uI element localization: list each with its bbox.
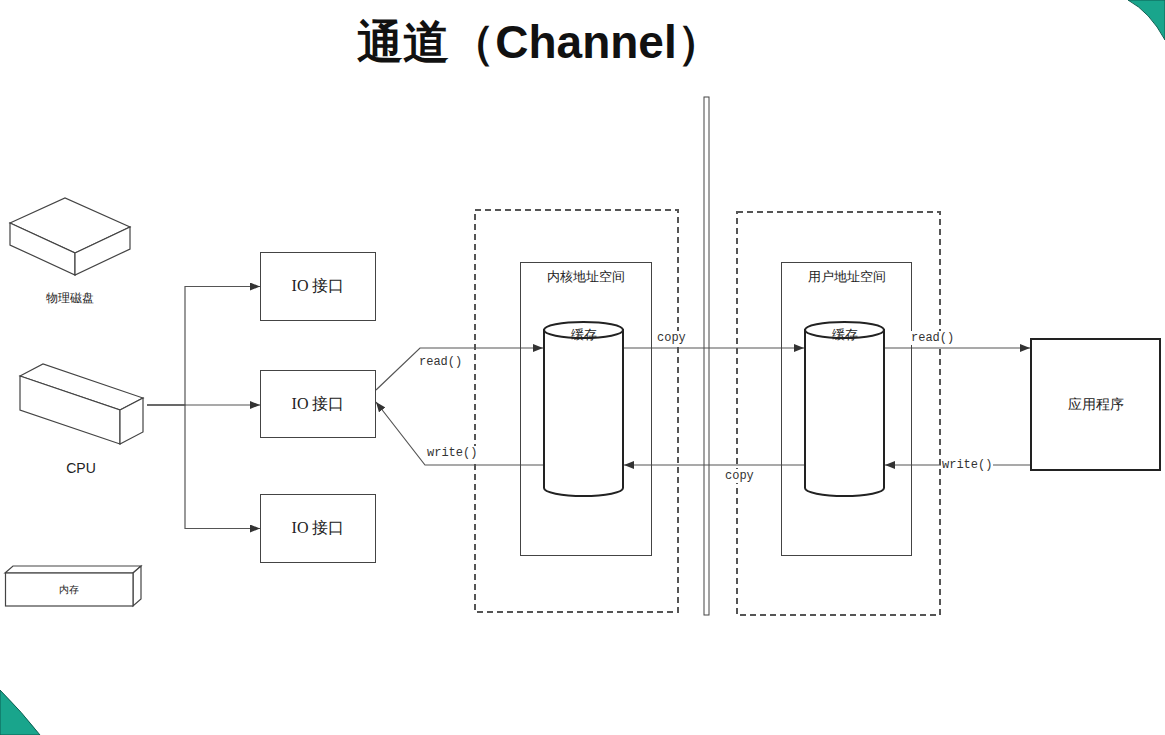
- device-drawing: [15, 358, 147, 476]
- edge-label: read(): [418, 355, 463, 369]
- io-box: IO 接口: [260, 252, 376, 321]
- disk-side: [75, 227, 130, 275]
- node-label: IO 接口: [292, 518, 345, 539]
- address-space-box: 内核地址空间缓存: [520, 262, 652, 556]
- connector-arrow: [147, 287, 260, 406]
- node-label: CPU: [15, 460, 147, 476]
- cylinder-shape: [543, 321, 624, 497]
- connector-arrow: [624, 464, 804, 465]
- memory-top: [5, 566, 141, 573]
- cache-cylinder: 缓存: [804, 321, 885, 497]
- node-label: IO 接口: [292, 276, 345, 297]
- node-label: 内存: [5, 573, 133, 606]
- disk-icon: 物理磁盘: [5, 195, 135, 307]
- memory-side: [133, 566, 141, 606]
- divider-line: [704, 97, 709, 615]
- disk-side: [10, 223, 75, 275]
- memory-icon: 内存: [5, 566, 141, 608]
- connector-arrow: [376, 402, 543, 465]
- cylinder-body: [805, 329, 884, 496]
- edge-label: copy: [656, 331, 687, 345]
- corner-decoration: [1128, 0, 1165, 40]
- connector-arrow: [624, 347, 804, 348]
- node-label: 物理磁盘: [5, 290, 135, 307]
- edge-label: read(): [910, 331, 955, 345]
- corner-decoration: [0, 690, 40, 735]
- io-box: IO 接口: [260, 494, 376, 563]
- cpu-side: [120, 398, 143, 444]
- cylinder-body: [544, 329, 623, 496]
- cpu-icon: CPU: [15, 358, 147, 476]
- edge-label: write(): [426, 446, 478, 460]
- dashed-region: [737, 212, 940, 615]
- edge-label: write(): [941, 458, 993, 472]
- device-drawing: [5, 195, 135, 307]
- address-space-box: 用户地址空间缓存: [781, 262, 912, 556]
- node-label: 用户地址空间: [782, 268, 911, 286]
- node-label: 缓存: [804, 326, 885, 344]
- memory-front: [6, 573, 134, 606]
- node-label: 内核地址空间: [521, 268, 651, 286]
- cylinder-shape: [804, 321, 885, 497]
- node-label: IO 接口: [292, 394, 345, 415]
- connector-arrow: [376, 348, 543, 390]
- connector-arrow: [885, 347, 1030, 348]
- node-label: 应用程序: [1068, 396, 1124, 414]
- connector-arrow: [147, 405, 260, 529]
- edge-label: copy: [724, 469, 755, 483]
- application-box: 应用程序: [1030, 338, 1161, 471]
- cache-cylinder: 缓存: [543, 321, 624, 497]
- dashed-region: [475, 210, 678, 612]
- cpu-side: [20, 376, 120, 444]
- io-box: IO 接口: [260, 370, 376, 438]
- node-label: 缓存: [543, 326, 624, 344]
- slide-title: 通道（Channel）: [0, 12, 1080, 74]
